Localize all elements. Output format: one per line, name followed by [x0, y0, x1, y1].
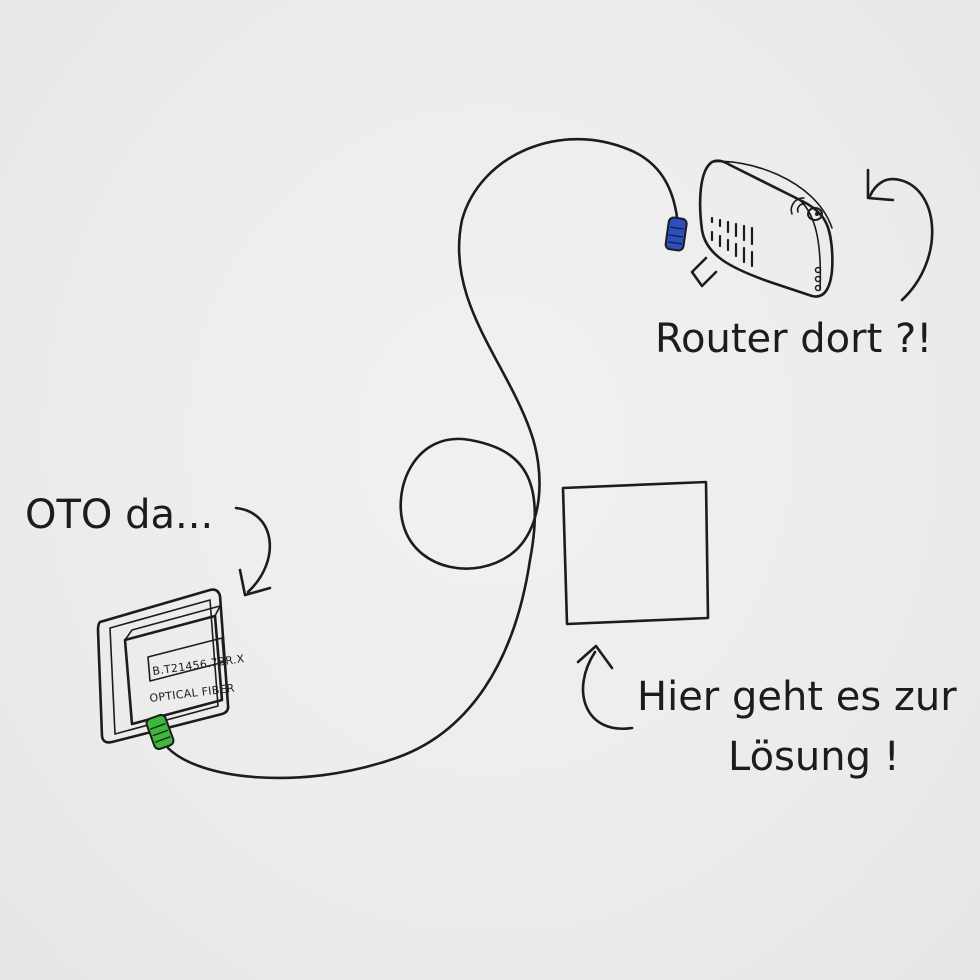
- oto-box-body: [123, 614, 224, 726]
- oto-box-top: [124, 605, 221, 641]
- solution-square: [561, 480, 710, 626]
- oto-outlet: B.T21456.78R.X OPTICAL FIBER: [96, 588, 246, 751]
- wifi-icon: [790, 197, 805, 215]
- oto-code-label: B.T21456.78R.X: [152, 652, 246, 678]
- router-vents: [710, 216, 754, 268]
- router-top-edge: [711, 160, 833, 229]
- hint-line-1: Hier geht es zur: [637, 674, 957, 720]
- router-arrow-head: [866, 168, 895, 202]
- router-port-plug: [690, 256, 718, 288]
- solution-arrow: [581, 650, 634, 730]
- router-body: [698, 159, 834, 298]
- hint-line-2: Lösung !: [728, 734, 900, 780]
- router-seam: [799, 199, 822, 291]
- router-status-dot: [815, 212, 819, 216]
- router-leds: [814, 266, 822, 292]
- oto-label: OTO da...: [25, 492, 213, 538]
- router-label: Router dort ?!: [655, 316, 932, 362]
- oto-arrow: [234, 506, 272, 594]
- solution-arrow-head: [576, 644, 614, 670]
- green-fiber-connector: [145, 713, 175, 751]
- oto-label-frame: [147, 637, 225, 682]
- fiber-cable: [166, 137, 680, 780]
- router-arrow: [868, 177, 934, 302]
- router: [664, 159, 834, 298]
- oto-wall-plate-inner: [109, 599, 219, 735]
- router-power-led: [807, 207, 823, 221]
- oto-arrow-head: [238, 568, 272, 597]
- blue-fiber-connector: [664, 216, 688, 252]
- oto-type-label: OPTICAL FIBER: [149, 682, 236, 705]
- oto-wall-plate: [96, 588, 230, 744]
